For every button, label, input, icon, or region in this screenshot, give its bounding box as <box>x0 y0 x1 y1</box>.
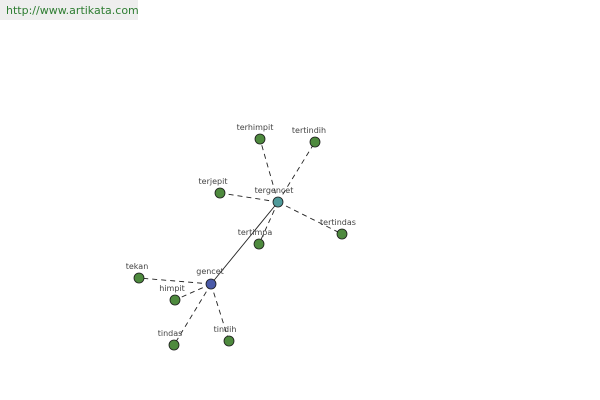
node-label-tindas: tindas <box>158 329 183 338</box>
edge-tergencet-terjepit <box>219 192 279 203</box>
node-marker-tekan[interactable] <box>133 272 145 284</box>
node-label-himpit: himpit <box>159 284 185 293</box>
node-label-gencet: gencet <box>196 267 224 276</box>
node-marker-tindas[interactable] <box>168 339 180 351</box>
edge-gencet-tekan <box>138 277 212 285</box>
node-marker-himpit[interactable] <box>169 294 181 306</box>
node-terjepit[interactable]: terjepit <box>199 177 228 199</box>
edge-gencet-tergencet <box>210 201 279 285</box>
node-gencet[interactable]: gencet <box>196 267 224 290</box>
edge-tergencet-terhimpit <box>259 138 279 203</box>
edge-gencet-tindas <box>173 283 212 346</box>
edge-tergencet-tertimpa <box>258 201 279 245</box>
node-marker-tindih[interactable] <box>223 335 235 347</box>
edge-tergencet-tertindas <box>277 201 343 235</box>
node-tekan[interactable]: tekan <box>126 262 149 284</box>
source-url-link[interactable]: http://www.artikata.com <box>6 4 139 17</box>
node-tindas[interactable]: tindas <box>158 329 183 351</box>
node-label-tindih: tindih <box>214 325 237 334</box>
node-marker-tergencet[interactable] <box>272 196 284 208</box>
node-label-terjepit: terjepit <box>199 177 228 186</box>
node-tertindih[interactable]: tertindih <box>292 126 326 148</box>
source-url-bar: http://www.artikata.com <box>0 0 139 20</box>
node-tertimpa[interactable]: tertimpa <box>238 228 273 250</box>
node-label-tergencet: tergencet <box>255 186 294 195</box>
node-marker-gencet[interactable] <box>205 278 217 290</box>
edge-gencet-himpit <box>174 283 212 301</box>
node-marker-terjepit[interactable] <box>214 187 226 199</box>
node-marker-tertimpa[interactable] <box>253 238 265 250</box>
node-tertindas[interactable]: tertindas <box>320 218 356 240</box>
node-tindih[interactable]: tindih <box>214 325 237 347</box>
node-terhimpit[interactable]: terhimpit <box>237 123 274 145</box>
node-label-tertindas: tertindas <box>320 218 356 227</box>
node-label-terhimpit: terhimpit <box>237 123 274 132</box>
node-tergencet[interactable]: tergencet <box>255 186 294 208</box>
node-marker-tertindih[interactable] <box>309 136 321 148</box>
node-label-tekan: tekan <box>126 262 149 271</box>
node-label-tertimpa: tertimpa <box>238 228 273 237</box>
node-label-tertindih: tertindih <box>292 126 326 135</box>
edge-gencet-tindih <box>210 283 230 342</box>
edge-tergencet-tertindih <box>277 141 316 203</box>
nodes-layer: gencet tergencet terhimpit tertindih terjepi… <box>126 123 356 351</box>
node-marker-terhimpit[interactable] <box>254 133 266 145</box>
node-himpit[interactable]: himpit <box>159 284 185 306</box>
node-marker-tertindas[interactable] <box>336 228 348 240</box>
edges-layer <box>138 138 343 346</box>
